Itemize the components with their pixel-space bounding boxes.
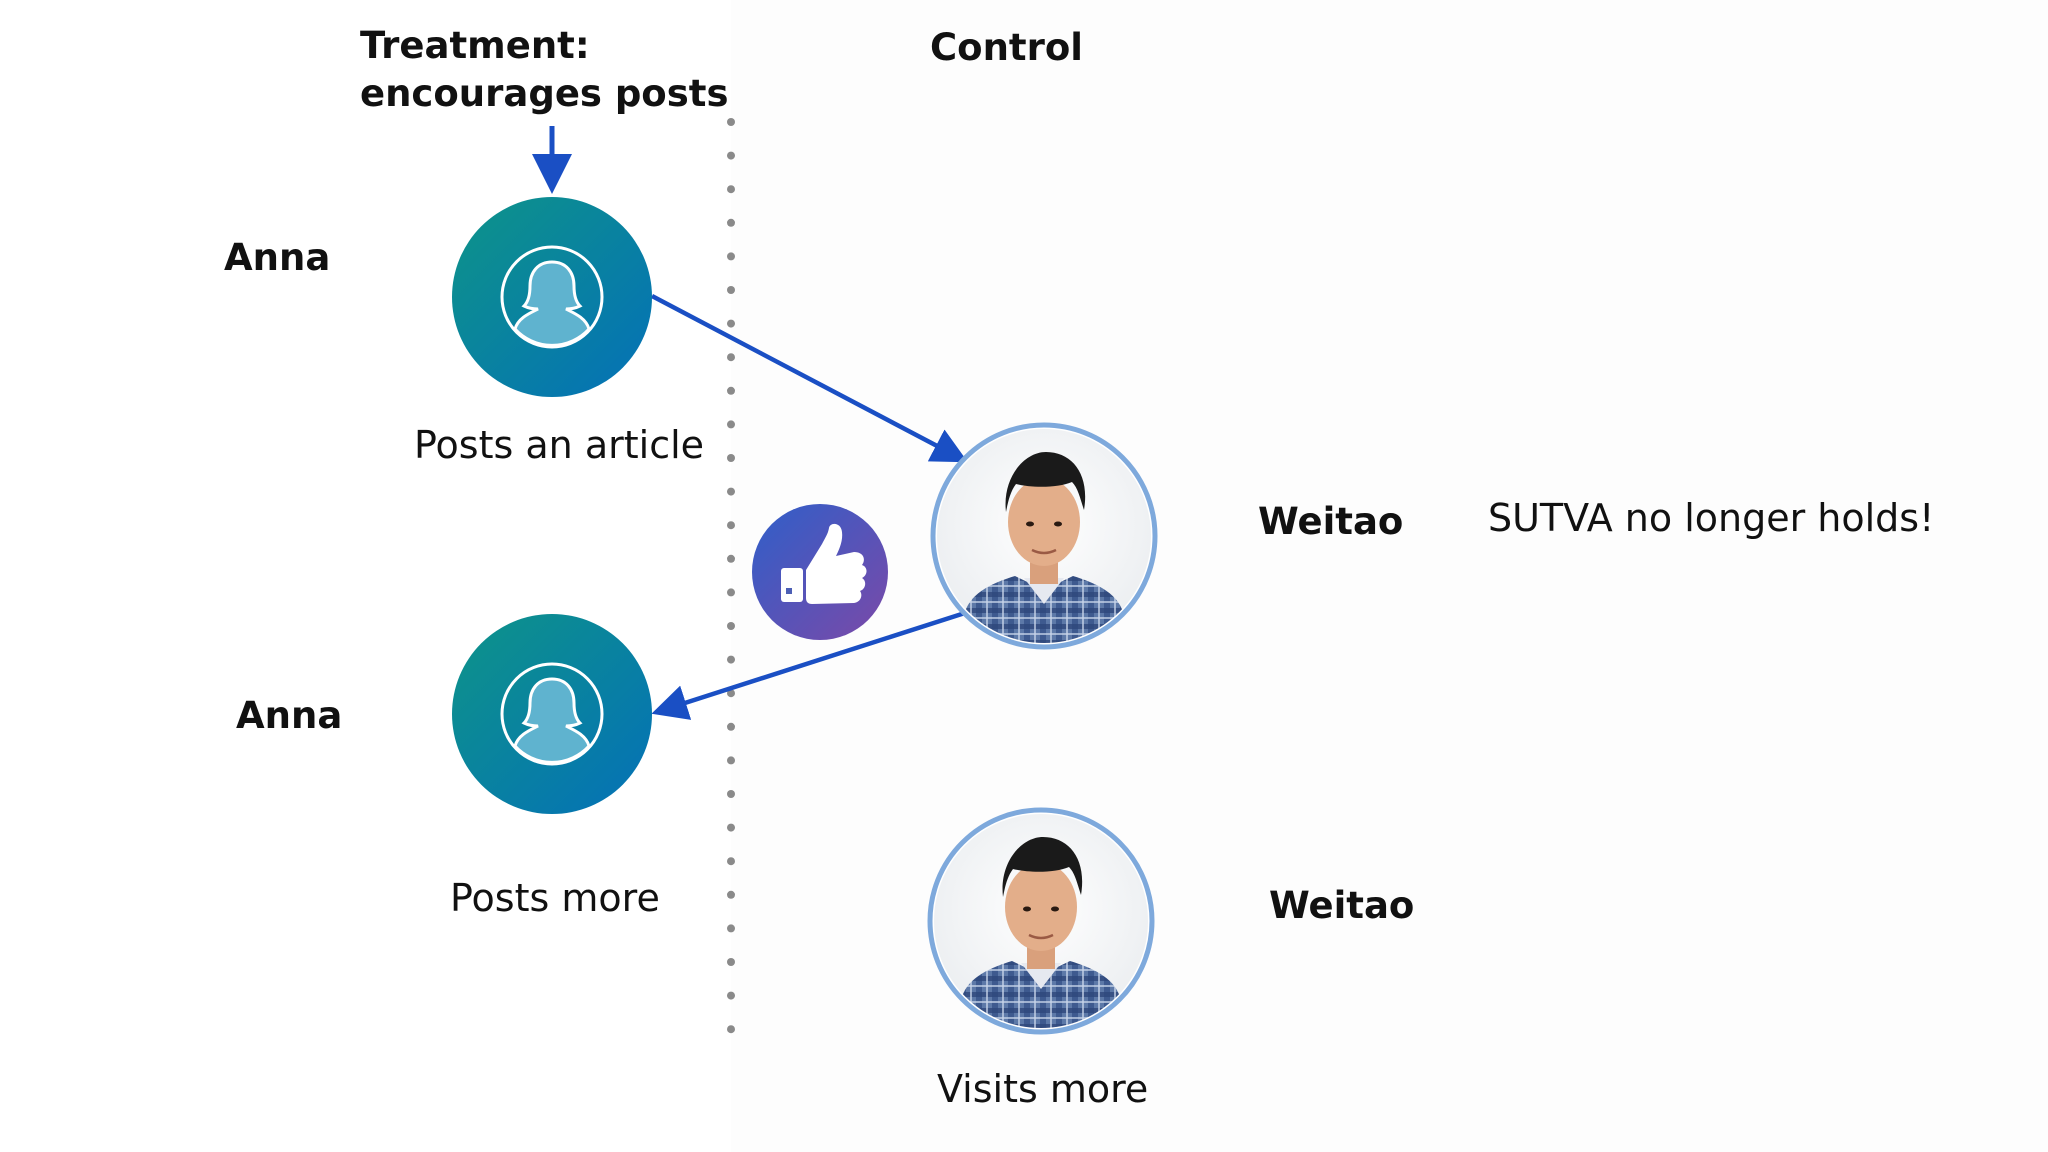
divider-dot [727,218,735,227]
arrow-weitao-to-anna [651,609,969,720]
divider-dot [727,655,735,664]
treatment-description: encourages posts [360,72,729,115]
anna-bottom-avatar [452,614,652,814]
anna-bottom-name: Anna [236,694,343,737]
female-user-icon [500,662,604,766]
divider-dot [727,857,735,866]
weitao-top-name: Weitao [1258,500,1404,543]
divider-dot [727,185,735,194]
divider-dot [727,454,735,462]
weitao-bottom-avatar [927,807,1155,1035]
anna-top-avatar [452,197,652,397]
control-heading: Control [930,26,1083,69]
weitao-top-avatar [930,422,1158,650]
divider-dot [727,487,735,496]
sutva-note: SUTVA no longer holds! [1488,496,1935,540]
divider-dot [727,521,735,530]
divider-dot [727,353,735,362]
divider-dot [727,151,735,160]
divider-dot [727,386,735,395]
divider-dot [727,890,735,899]
treatment-title: Treatment: [360,24,590,67]
divider-dot [727,286,735,294]
weitao-bottom-caption: Visits more [937,1067,1149,1111]
divider-dot [727,252,735,261]
treatment-control-divider [727,118,735,1034]
weitao-bottom-name: Weitao [1269,884,1415,927]
female-user-icon [500,245,604,349]
divider-dot [727,991,735,1000]
arrow-anna-to-weitao [650,294,968,463]
divider-dot [727,554,735,563]
divider-dot [727,958,735,966]
divider-dot [727,118,735,126]
anna-bottom-caption: Posts more [450,876,660,920]
divider-dot [727,588,735,597]
divider-dot [727,924,735,933]
treatment-heading: Treatment: encourages posts [360,22,728,118]
divider-dot [727,622,735,630]
thumbs-up-icon [752,504,888,640]
divider-dot [727,756,735,765]
divider-dot [727,1025,735,1034]
anna-top-caption: Posts an article [414,423,705,467]
divider-dot [727,689,735,698]
divider-dot [727,420,735,429]
divider-dot [727,790,735,798]
anna-top-name: Anna [224,236,331,279]
divider-dot [727,319,735,328]
divider-dot [727,823,735,832]
divider-dot [727,722,735,731]
